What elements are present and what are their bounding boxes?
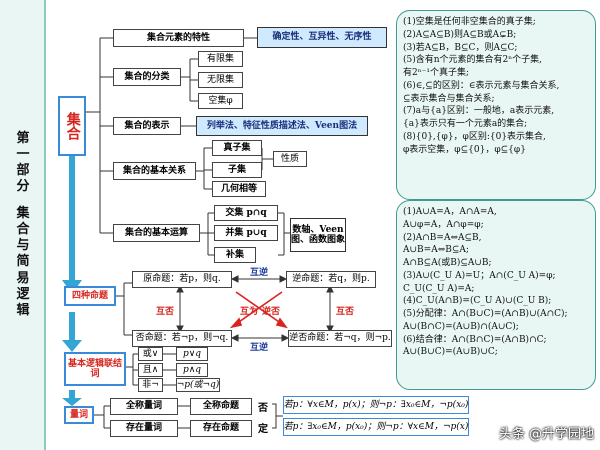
op-intersection: 交集 p∩q [214, 205, 278, 221]
quantifier-universal-prop: 全称命题 [190, 398, 252, 415]
class-item-finite: 有限集 [198, 51, 243, 67]
set-representation-detail: 列举法、特征性质描述法、Veen图法 [196, 116, 368, 136]
note-line: φ表示空集，φ⊆{0}，φ⊆{φ} [403, 144, 526, 155]
watermark: 头条 @升学园地 [498, 427, 594, 442]
label-converse-bottom: 互逆 [250, 343, 269, 353]
quantifier-title: 量词 [64, 406, 94, 424]
note-line: (8){0},{φ}，φ区别:{0}表示集合, [403, 131, 546, 142]
sidebar-char: 逻 [16, 286, 30, 302]
label-mutual-inverse: 互为 [240, 307, 259, 317]
note-line: 有2ⁿ⁻¹个真子集; [403, 68, 470, 79]
note-line: A∪(B∩C)=(A∪B)∩(A∪C); [403, 321, 519, 332]
prop-converse: 逆命题：若q，则p. [286, 271, 376, 288]
note-line: (5)含有n个元素的集合有2ⁿ个子集, [403, 55, 543, 66]
quantifier-universal: 全称量词 [110, 398, 178, 415]
sets-root: 集合 [58, 96, 86, 156]
set-characteristics-detail: 确定性、互异性、无序性 [257, 27, 387, 48]
sidebar-char: 合 [16, 221, 30, 237]
relation-property: 性质 [273, 151, 307, 167]
label-converse-top: 互逆 [250, 268, 269, 278]
logic-expr-or: p∨q [176, 347, 208, 361]
prop-contrapositive: 逆否命题：若¬q，则¬p. [288, 330, 392, 347]
prop-inverse: 否命题：若¬p，则¬q. [132, 330, 232, 347]
quantifier-universal-neg: 若p：∀x∈M，p(x)；则¬p：∃x₀∈M，¬p(x₀) [283, 396, 469, 414]
sidebar-char: 简 [16, 254, 30, 270]
relation-proper-subset: 真子集 [212, 140, 262, 156]
op-complement: 补集 [214, 247, 256, 263]
note-line: (6)∈,⊆的区别：∈表示元素与集合关系, [403, 80, 560, 91]
notes-top-panel: (1)空集是任何非空集合的真子集; (2)A⊆A⊆B)则A⊆B或A⊊B; (3)若A… [396, 10, 596, 200]
note-line: (1)空集是任何非空集合的真子集; [403, 17, 536, 27]
neg-label-1: 否 [258, 403, 268, 414]
notes-bottom-panel: (1)A∪A=A，A∩A=A, A∪φ=A，A∩φ=φ; (2)A∩B=A⇔A⊆B,… [396, 200, 596, 390]
logic-expr-and: p∧q [176, 363, 208, 377]
set-characteristics: 集合元素的特性 [113, 29, 244, 47]
op-union: 并集 p∪q [214, 225, 278, 241]
quantifier-existential-prop: 存在命题 [190, 420, 252, 437]
sidebar-char: 辑 [16, 303, 30, 319]
note-line: C_U(C_U A)=A; [403, 283, 475, 294]
sidebar: 第一部分集合与简易逻辑 [0, 0, 46, 450]
note-line: (4)C_U(A∩B)=(C_U A)∪(C_U B); [403, 296, 552, 307]
sidebar-char: 部 [16, 163, 30, 179]
class-item-empty: 空集φ [198, 93, 243, 109]
sidebar-char: 易 [16, 270, 30, 286]
logic-title: 基本逻辑联结词 [64, 352, 126, 386]
class-item-infinite: 无限集 [198, 72, 243, 88]
set-operations: 集合的基本运算 [113, 224, 200, 242]
sidebar-char: 分 [16, 179, 30, 195]
logic-word-and: 且∧ [138, 363, 163, 377]
note-line: (7)a与{a}区别：一般地，a表示元素, [403, 106, 555, 117]
note-line: A∩B⊆A(或B)⊆A∪B; [403, 258, 492, 269]
note-line: ⊆表示集合与集合关系; [403, 93, 495, 104]
note-line: (1)A∪A=A，A∩A=A, [403, 207, 497, 217]
logic-expr-not: ¬p(或¬q) [176, 378, 220, 392]
label-mutual-inverse-2: 逆否 [262, 307, 281, 317]
sidebar-title: 第一部分集合与简易逻辑 [6, 0, 40, 450]
note-line: (5)分配律：A∩(B∪C)=(A∩B)∪(A∩C); [403, 309, 568, 320]
quantifier-existential: 存在量词 [110, 420, 178, 437]
note-line: (2)A⊆A⊆B)则A⊆B或A⊊B; [403, 29, 517, 40]
set-relations: 集合的基本关系 [113, 162, 196, 180]
note-line: (3)若A⊆B，B⊆C，则A⊆C; [403, 42, 518, 53]
sidebar-char: 一 [16, 146, 30, 162]
quantifier-existential-neg: 若p：∃x₀∈M，p(x₀)；则¬p：∀x∈M，¬p(x) [283, 418, 469, 436]
relation-equal: 几何相等 [212, 181, 266, 197]
note-line: A∪φ=A，A∩φ=φ; [403, 219, 484, 230]
note-line: {a}表示只有一个元素a的集合; [403, 119, 528, 130]
note-line: (6)结合律：A∩(B∩C)=(A∩B)∩C; [403, 334, 547, 345]
note-line: A∪(B∪C)=(A∪B)∪C; [403, 347, 498, 358]
prop-original: 原命题：若p，则q. [132, 271, 232, 288]
sidebar-char: 与 [16, 238, 30, 254]
relation-subset: 子集 [212, 162, 262, 178]
logic-word-not: 非¬ [138, 378, 163, 392]
neg-label-2: 定 [258, 424, 268, 435]
sidebar-char: 集 [16, 205, 30, 221]
note-line: (3)A∪(C_U A)=U；A∩(C_U A)=φ; [403, 270, 556, 281]
note-line: A∪B=A⇔B⊆A; [403, 245, 469, 256]
label-negation-left: 互否 [156, 307, 175, 317]
set-representation: 集合的表示 [113, 117, 181, 135]
op-tools: 数轴、Veen图、函数图象 [290, 218, 346, 252]
note-line: (2)A∩B=A⇔A⊆B, [403, 232, 482, 243]
logic-word-or: 或∨ [138, 347, 163, 361]
propositions-title: 四种命题 [64, 286, 116, 306]
label-negation-right: 互否 [336, 307, 355, 317]
sidebar-char: 第 [16, 130, 30, 146]
set-classification: 集合的分类 [113, 68, 181, 86]
